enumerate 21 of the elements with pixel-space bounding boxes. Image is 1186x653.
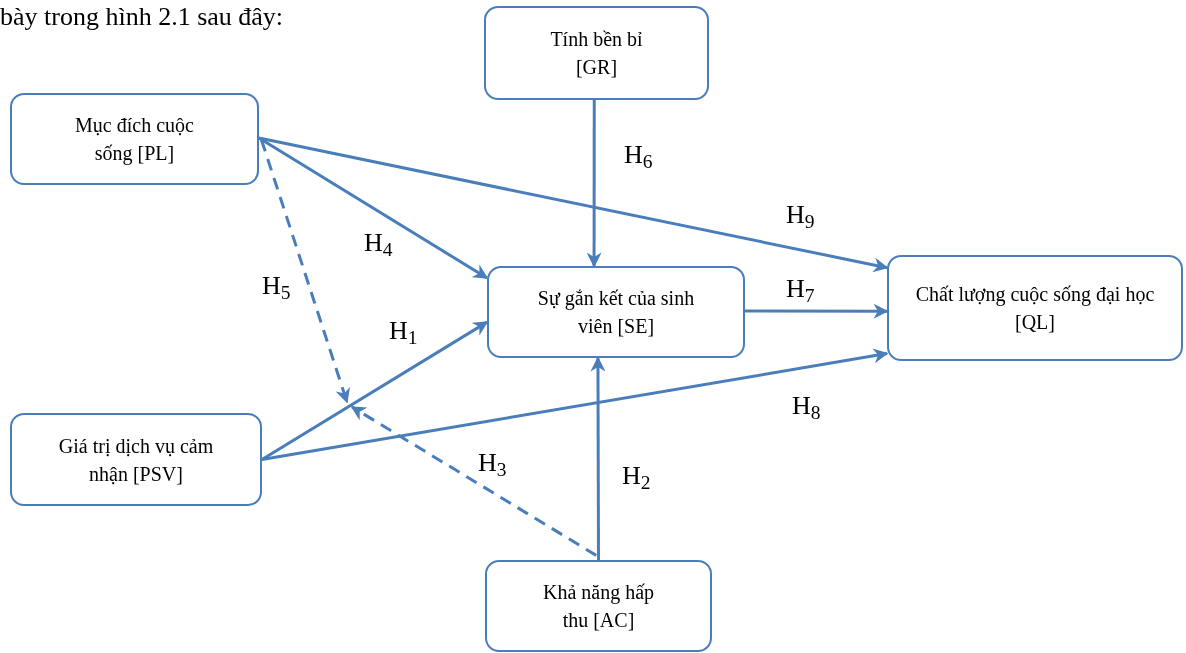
node-text: Sự gắn kết của sinh viên [SE] [536,286,696,339]
process-box [887,255,1183,361]
node-text: Tính bền bỉ [GR] [549,27,644,80]
arrow [590,356,606,560]
process-box [485,560,712,652]
arrow [745,303,889,319]
arrow [586,100,602,268]
node-text: Giá trị dịch vụ cảm nhận [PSV] [57,433,215,487]
process-box [10,413,262,506]
arrow [261,320,489,461]
arrow [258,136,889,273]
intro-text: bày trong hình 2.1 sau đây: [0,1,284,33]
dashed-arrow [260,139,350,404]
dashed-arrow [350,405,597,557]
process-box [10,93,259,185]
process-box [487,266,745,358]
node-text: Mục đích cuộc sống [PL] [74,113,195,167]
process-box [484,6,709,100]
node-text: Khả năng hấp thu [AC] [541,580,656,633]
arrow [261,348,889,461]
node-text: Chất lượng cuộc sống đại học [QL] [915,282,1155,335]
